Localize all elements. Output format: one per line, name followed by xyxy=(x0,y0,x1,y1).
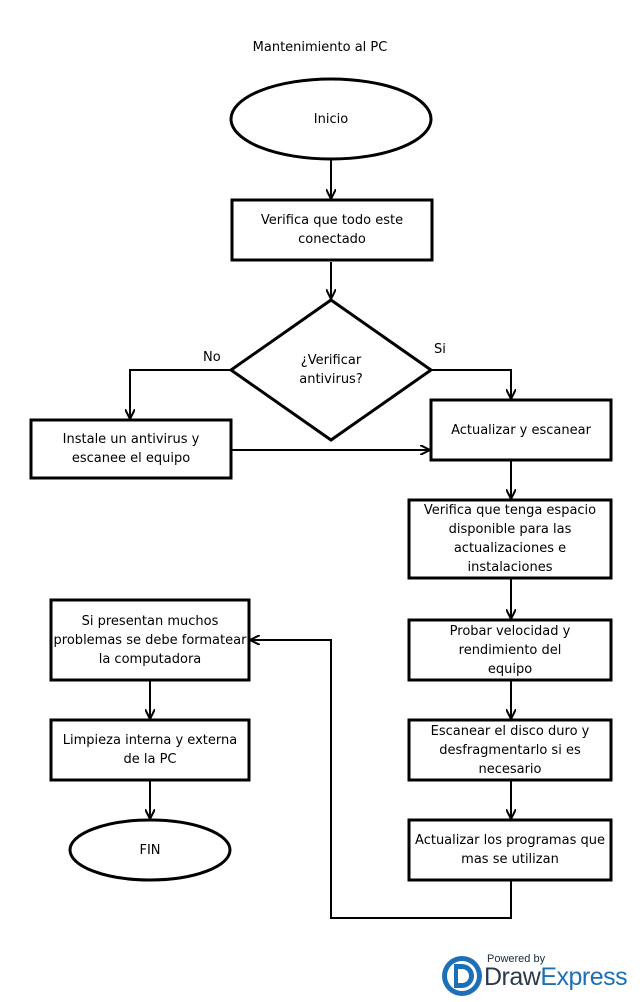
format-pc-shape[interactable] xyxy=(49,598,251,682)
brand-name-express: Express xyxy=(540,963,628,991)
drawexpress-logo-icon xyxy=(442,956,482,996)
decision-shape[interactable] xyxy=(228,298,434,442)
clean-pc-label: Limpieza interna y externa de la PC xyxy=(62,733,238,767)
powered-by-text: Powered by xyxy=(487,953,546,965)
update-scan-label: Actualizar y escanear xyxy=(451,422,591,438)
update-programs-shape[interactable] xyxy=(407,818,613,882)
update-scan-shape[interactable] xyxy=(429,398,613,462)
brand-name-draw: Draw xyxy=(484,963,541,991)
drawexpress-logo: Powered by DrawExpress xyxy=(440,950,636,998)
edge-label-no: No xyxy=(203,350,221,365)
test-speed-shape[interactable] xyxy=(407,618,613,682)
end-shape[interactable] xyxy=(68,818,232,882)
edge-decision-yes xyxy=(431,369,511,398)
check-connected-shape[interactable] xyxy=(230,198,434,262)
update-programs-label: Actualizar los programas que mas se util… xyxy=(415,833,605,867)
edge-programs-to-format xyxy=(251,640,512,919)
diagram-title: Mantenimiento al PC xyxy=(252,40,388,55)
check-connected-label: Verifica que todo este conectado xyxy=(260,213,404,247)
edge-label-yes: Si xyxy=(434,342,446,357)
decision-label: ¿Verificar antivirus? xyxy=(299,353,363,387)
brand-name: DrawExpress xyxy=(484,963,628,992)
edge-decision-no xyxy=(130,369,231,418)
test-speed-label: Probar velocidad y rendimiento del equip… xyxy=(449,623,571,677)
start-label: Inicio xyxy=(313,111,349,127)
scan-disk-shape[interactable] xyxy=(407,718,613,782)
format-pc-label: Si presentan muchos problemas se debe fo… xyxy=(53,613,247,667)
install-antivirus-label: Instale un antivirus y escanee el equipo xyxy=(62,432,200,466)
end-label: FIN xyxy=(139,842,161,858)
scan-disk-label: Escanear el disco duro y desfragmentarlo… xyxy=(430,723,590,777)
check-space-label: Verifica que tenga espacio disponible pa… xyxy=(423,503,597,575)
